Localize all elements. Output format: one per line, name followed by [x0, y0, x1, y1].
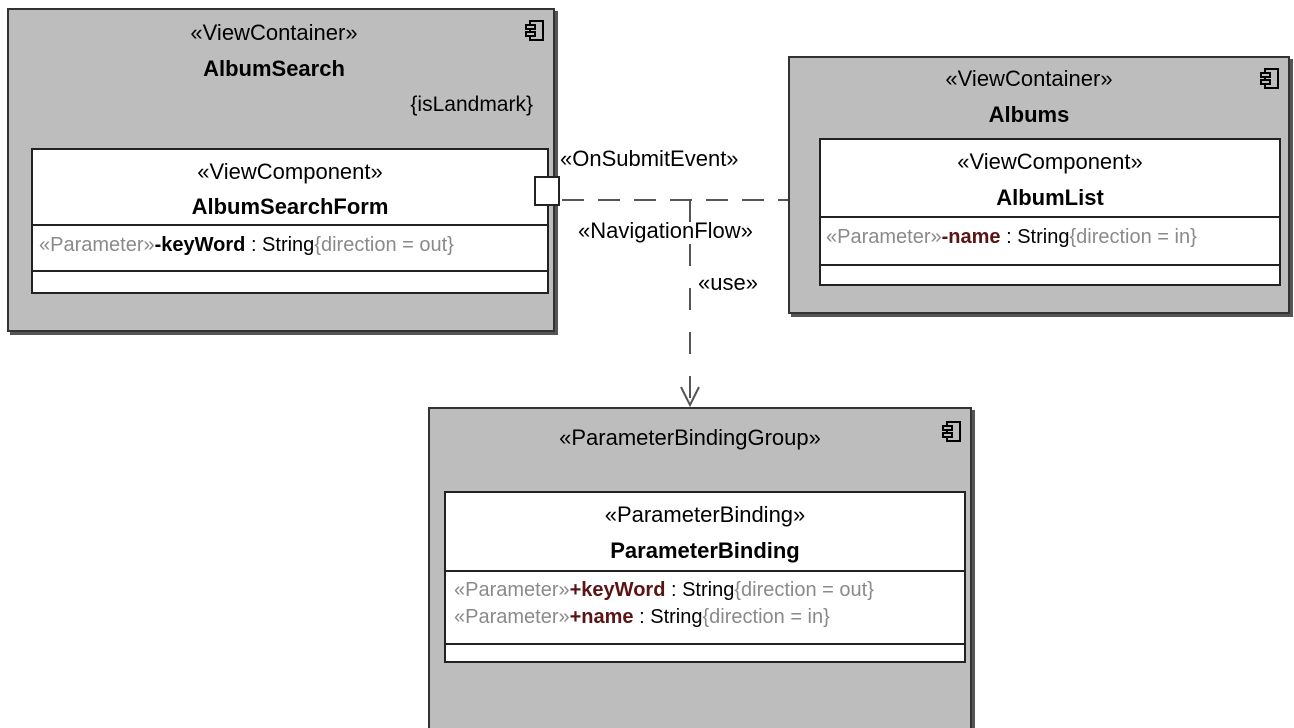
- use-label: «use»: [698, 270, 758, 295]
- divider: [446, 570, 964, 572]
- albums-title: Albums: [988, 102, 1070, 127]
- attribute-name: +keyWord: [569, 579, 666, 601]
- divider: [446, 643, 964, 645]
- submit-port[interactable]: [534, 176, 560, 206]
- album-search-container[interactable]: «ViewContainer» AlbumSearch {isLandmark}…: [7, 8, 560, 332]
- on-submit-event-label: «OnSubmitEvent»: [560, 146, 739, 171]
- parameter-binding-stereotype: «ParameterBinding»: [604, 502, 806, 527]
- album-search-form-stereotype: «ViewComponent»: [197, 159, 383, 184]
- album-search-tagged-value: {isLandmark}: [410, 93, 533, 116]
- binding-group-stereotype: «ParameterBindingGroup»: [559, 425, 821, 450]
- component-icon: [942, 421, 961, 442]
- navigation-flow-label: «NavigationFlow»: [578, 218, 753, 243]
- albums-stereotype: «ViewContainer»: [945, 66, 1113, 91]
- use-dependency-arrowhead: [680, 386, 700, 408]
- divider: [33, 224, 547, 226]
- attribute-constraint: {direction = out}: [734, 579, 874, 601]
- attribute-stereotype: «Parameter»: [454, 606, 570, 628]
- attribute-constraint: {direction = in}: [1069, 226, 1197, 248]
- album-list-title: AlbumList: [996, 185, 1104, 210]
- albums-container[interactable]: «ViewContainer» Albums «ViewComponent» A…: [788, 56, 1290, 314]
- attribute-name: +name: [569, 606, 634, 628]
- attribute-name: -keyWord: [154, 234, 246, 256]
- album-search-stereotype: «ViewContainer»: [190, 20, 358, 45]
- component-icon: [525, 20, 544, 41]
- attribute-type: : String: [245, 234, 315, 256]
- album-list-stereotype: «ViewComponent»: [957, 149, 1143, 174]
- attribute-name-in[interactable]: «Parameter»-name : String{direction = in…: [826, 226, 1197, 249]
- album-search-title: AlbumSearch: [203, 56, 345, 81]
- parameter-binding-title: ParameterBinding: [610, 538, 800, 563]
- attribute-type: : String: [1000, 226, 1070, 248]
- attribute-name-in[interactable]: «Parameter»+name : String{direction = in…: [454, 606, 830, 629]
- divider: [821, 216, 1279, 218]
- attribute-name: -name: [941, 226, 1001, 248]
- attribute-keyword-out[interactable]: «Parameter»+keyWord : String{direction =…: [454, 579, 874, 602]
- attribute-constraint: {direction = in}: [702, 606, 830, 628]
- attribute-type: : String: [665, 579, 735, 601]
- album-search-form-component[interactable]: «ViewComponent» AlbumSearchForm «Paramet…: [31, 148, 549, 294]
- divider: [33, 270, 547, 272]
- divider: [821, 264, 1279, 266]
- attribute-type: : String: [633, 606, 703, 628]
- attribute-stereotype: «Parameter»: [454, 579, 570, 601]
- attribute-stereotype: «Parameter»: [826, 226, 942, 248]
- attribute-constraint: {direction = out}: [314, 234, 454, 256]
- album-search-form-title: AlbumSearchForm: [191, 194, 389, 219]
- parameter-binding-component[interactable]: «ParameterBinding» ParameterBinding «Par…: [444, 491, 966, 663]
- album-list-component[interactable]: «ViewComponent» AlbumList «Parameter»-na…: [819, 138, 1281, 286]
- component-icon: [1260, 68, 1279, 89]
- attribute-stereotype: «Parameter»: [39, 234, 155, 256]
- attribute-keyword-out[interactable]: «Parameter»-keyWord : String{direction =…: [39, 234, 454, 257]
- parameter-binding-group-container[interactable]: «ParameterBindingGroup» «ParameterBindin…: [428, 407, 972, 728]
